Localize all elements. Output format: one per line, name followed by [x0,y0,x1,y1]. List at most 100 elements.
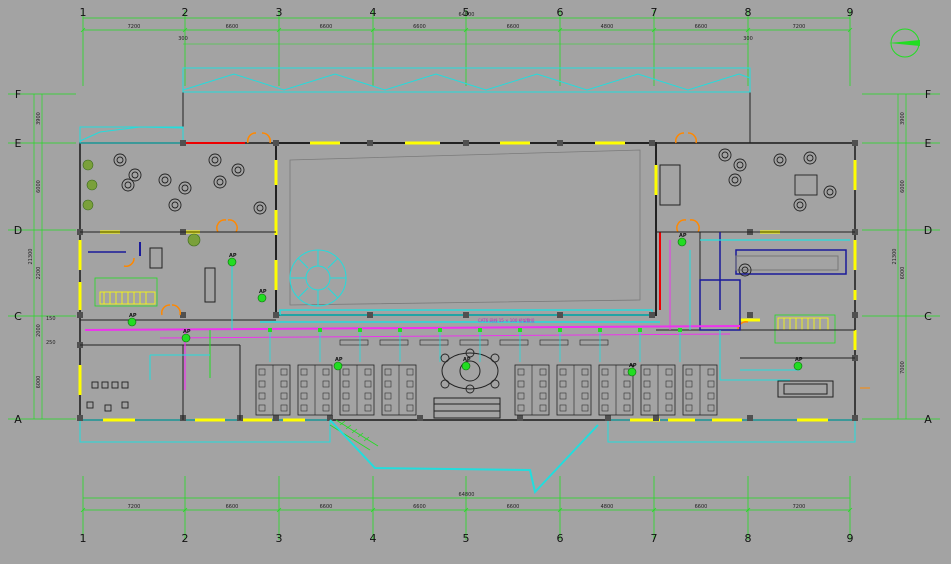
chair [364,380,372,388]
grid-label-left: C [14,310,22,323]
lounge-chair-seat [171,201,179,209]
plants [82,159,201,247]
lounge-chair-seat [796,201,804,209]
chair [539,380,547,388]
chair [342,368,350,376]
dim-total-v: 21300 [892,249,898,265]
grid-label-right: E [925,137,932,150]
column [557,140,563,146]
column [605,415,611,421]
dim-label-v: 6000 [900,180,906,193]
column [852,312,858,318]
desk-strip [459,339,489,346]
lounge-chair-seat [234,166,242,174]
cable-node [558,328,562,332]
cable-node [638,328,642,332]
grid-label-bottom: 5 [463,532,470,545]
chair [342,380,350,388]
ap-marker [181,333,191,343]
lounge-chair-seat [161,176,169,184]
ap-label: AP [129,313,137,319]
chair [601,380,609,388]
dim-tick [847,27,853,33]
table-chair [440,353,450,363]
lounge-chair-seat [826,188,834,196]
table-chair [465,348,475,358]
office-chair [121,381,129,389]
cable-tray [84,239,870,390]
ap-label: AP [335,357,343,363]
glass-wall [183,142,661,310]
lounge-chair [231,163,245,177]
ap-marker [793,361,803,371]
dim-label: 6600 [695,504,708,510]
column [747,312,753,318]
grid-label-left: A [14,413,22,426]
dim-bottom-total: 64800 [459,492,475,498]
chair [384,404,392,412]
chair [517,368,525,376]
chair [643,392,651,400]
cable-node [478,328,482,332]
desk-strip [339,339,369,346]
lounge-chair [178,181,192,195]
table-chair [490,353,500,363]
ap-marker [333,361,343,371]
ap-marker [677,237,687,247]
lounge-chair-seat [116,156,124,164]
chair [406,404,414,412]
column [77,312,83,318]
lounge-chair-seat [216,178,224,186]
column [417,415,423,421]
chair [623,404,631,412]
office-chair [121,401,129,409]
chair [322,404,330,412]
grid-label-top: 6 [557,6,564,19]
chair [685,392,693,400]
cable-node [318,328,322,332]
lounge-chair-seat [131,171,139,179]
column [327,415,333,421]
table-chair [490,379,500,389]
lounge-chair [718,148,732,162]
chair [685,368,693,376]
dim-tick [463,27,469,33]
lounge-chair [113,153,127,167]
dim-label: 6600 [413,24,426,30]
chair [707,392,715,400]
grid-label-top: 4 [370,6,377,19]
grid-label-bottom: 9 [847,532,854,545]
ap-marker [627,367,637,377]
grid-label-bottom: 2 [182,532,189,545]
grid-label-right: A [924,413,932,426]
chair [559,380,567,388]
lounge-chair [793,198,807,212]
dim-tick [557,27,563,33]
dim-tick [557,507,563,513]
column [653,415,659,421]
skylight [79,67,751,144]
partitions [80,164,855,420]
chair [300,368,308,376]
chair [280,404,288,412]
column [273,415,279,421]
chair [258,368,266,376]
column [649,312,655,318]
desk-strip [539,339,569,346]
ap-label: AP [679,233,687,239]
lounge-chair-seat [736,161,744,169]
grid-label-top: 8 [745,6,752,19]
cable-node [268,328,272,332]
dim-label: 6600 [507,504,520,510]
dim-label: 7200 [128,504,141,510]
grid-label-bottom: 8 [745,532,752,545]
office-chair [111,381,119,389]
lounge-chair [168,198,182,212]
lounge-seating [86,148,837,412]
ap-marker [461,361,471,371]
bridge-path [329,419,599,495]
column [367,140,373,146]
lounge-chair-seat [124,181,132,189]
